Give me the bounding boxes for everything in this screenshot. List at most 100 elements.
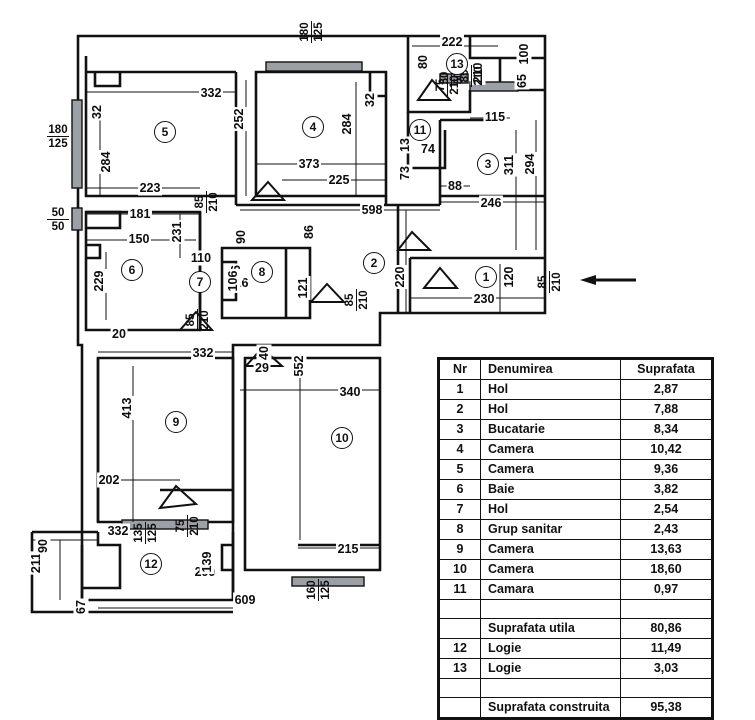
dimension-label: 13 (398, 138, 412, 152)
room-marker-12: 12 (140, 553, 162, 575)
cell-area: 95,38 (620, 697, 712, 718)
dimension-label: 332 (193, 346, 214, 360)
dimension-label: 110 (191, 251, 211, 265)
cell-area: 11,49 (620, 638, 712, 659)
dimension-label: 100 (517, 44, 531, 65)
cell-area: 18,60 (620, 559, 712, 580)
dimension-label: 332 (201, 86, 222, 100)
dimension-label-bg (301, 223, 317, 241)
dimension-label: 340 (340, 385, 361, 399)
dimension-label: 121 (296, 278, 310, 299)
cell-nr: 2 (439, 399, 481, 420)
dimension-label: 67 (74, 600, 88, 614)
room-marker-8: 8 (251, 261, 273, 283)
cell-name: Hol (480, 399, 621, 420)
dimension-label: 65 (515, 74, 529, 88)
dimension-label-bg (470, 61, 486, 85)
dimension-label: 220 (393, 267, 407, 288)
dimension-label-bg (397, 136, 413, 154)
cell-name: Logie (480, 658, 621, 679)
dimension-label: 32 (363, 93, 377, 107)
cell-nr (439, 697, 481, 718)
cell-area: 2,87 (620, 379, 712, 400)
dimension-label: 120 (502, 267, 516, 288)
dimension-label-bg (233, 592, 257, 608)
cell-nr: 7 (439, 499, 481, 520)
dimension-label-bg (119, 396, 135, 420)
dimension-label-bg (501, 153, 517, 177)
dimension-label: 598 (362, 203, 383, 217)
opening-dimension: 210 (189, 516, 201, 535)
dimension-label-bg (35, 537, 51, 555)
opening-dimension: 85 (344, 293, 356, 306)
cell-nr: 13 (439, 658, 481, 679)
dimension-label-bg (392, 265, 408, 289)
dimension-label: 225 (329, 173, 350, 187)
cell-area (620, 678, 712, 698)
dimension-label: 32 (90, 105, 104, 119)
room-marker-5: 5 (154, 121, 176, 143)
header-area: Suprafata (620, 359, 712, 380)
opening-dimension: 85 (194, 195, 206, 208)
room-marker-11: 11 (409, 119, 431, 141)
cell-name: Baie (480, 479, 621, 500)
dimension-label: 29 (255, 361, 269, 375)
table-header-row: Nr Denumirea Suprafata (439, 359, 712, 380)
cell-nr: 12 (439, 638, 481, 659)
dimension-label-bg (295, 276, 311, 300)
dimension-label-bg (110, 326, 128, 342)
dimension-label-bg (501, 265, 517, 289)
dimension-label-bg (191, 345, 215, 361)
dimension-label-bg (516, 42, 532, 66)
dimension-label-bg (339, 112, 355, 136)
opening-dimension: 75 (435, 78, 447, 91)
dimension-label-bg (169, 220, 185, 244)
dimension-label: 40 (257, 346, 271, 360)
dimension-label: 231 (170, 222, 184, 243)
dimension-label: 202 (99, 473, 120, 487)
dimension-label-bg (360, 202, 384, 218)
cell-area (620, 599, 712, 619)
cell-nr (439, 678, 481, 698)
cell-nr: 1 (439, 379, 481, 400)
opening-dimension: 85 (537, 275, 549, 288)
opening-dimension: 50 (52, 221, 65, 233)
dimension-label-bg (327, 172, 351, 188)
dimension-label-bg (397, 164, 413, 182)
dimension-label-bg (128, 206, 152, 222)
dimension-label: 211 (29, 553, 43, 573)
dimension-label: 223 (140, 181, 161, 195)
cell-nr: 6 (439, 479, 481, 500)
dimension-label: 74 (421, 142, 435, 156)
dimension-label-bg (97, 472, 121, 488)
room-marker-9: 9 (165, 411, 187, 433)
opening-dimension: 85 (185, 313, 197, 326)
cell-name: Bucatarie (480, 419, 621, 440)
cell-name: Camera (480, 559, 621, 580)
cell-nr: 10 (439, 559, 481, 580)
dimension-label-bg (73, 598, 89, 616)
dimension-label: 284 (99, 152, 113, 173)
cell-nr (439, 618, 481, 639)
dimension-label: 230 (474, 292, 495, 306)
opening-dimension: 210 (551, 272, 563, 291)
dimension-label: 20 (112, 327, 126, 341)
header-nr: Nr (439, 359, 481, 380)
opening-dimension: 50 (52, 207, 65, 219)
dimension-label-bg (472, 291, 496, 307)
opening-dimension: 125 (147, 523, 159, 543)
cell-name: Camera (480, 439, 621, 460)
cell-area: 80,86 (620, 618, 712, 639)
opening-dimension: 210 (473, 66, 485, 85)
